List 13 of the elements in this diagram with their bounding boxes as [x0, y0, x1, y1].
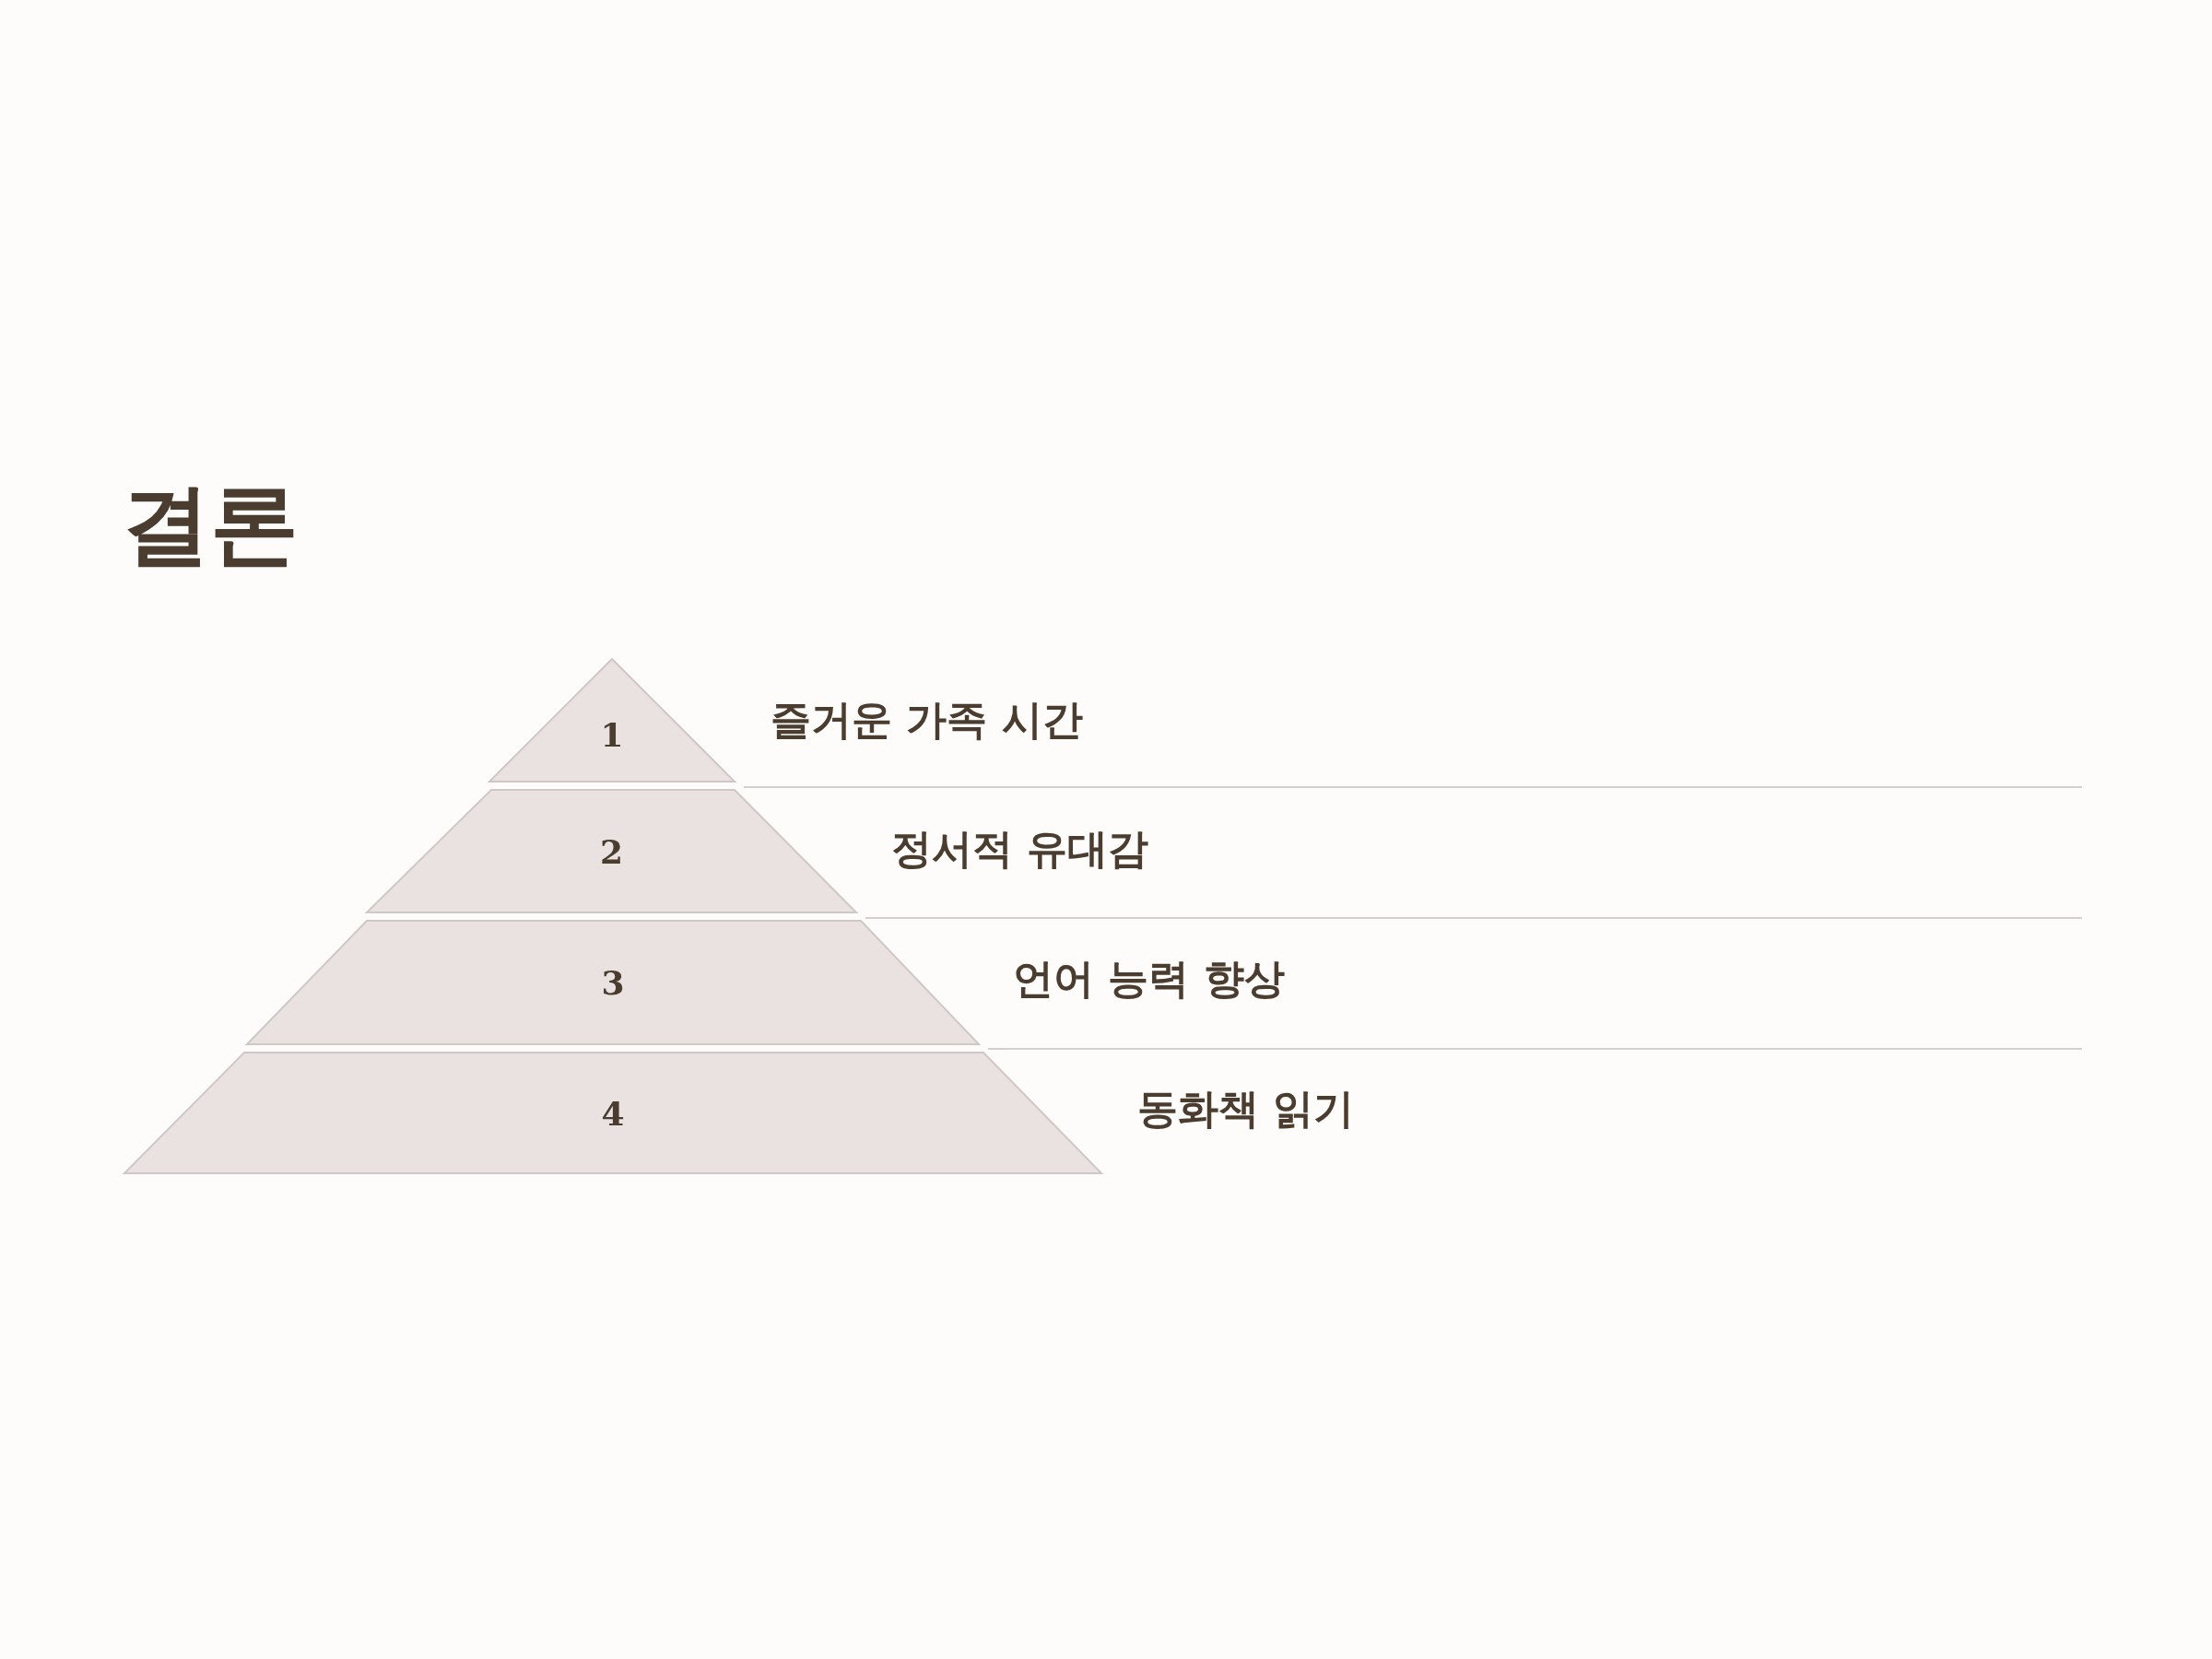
pyramid-tier — [124, 1053, 1101, 1173]
slide-title: 결론 — [122, 472, 299, 578]
tier-label: 즐거운 가족 시간 — [771, 695, 1083, 745]
tier-number: 3 — [601, 966, 625, 999]
pyramid-tier — [489, 659, 735, 782]
pyramid-tier — [247, 921, 979, 1044]
tier-label: 언어 능력 향상 — [1013, 954, 1285, 1004]
tier-number: 2 — [599, 834, 624, 868]
tier-label: 정서적 유대감 — [891, 824, 1149, 874]
tier-number: 4 — [601, 1096, 625, 1130]
tier-label: 동화책 읽기 — [1137, 1084, 1355, 1134]
pyramid-tier — [367, 790, 856, 912]
tier-number: 1 — [600, 717, 624, 751]
